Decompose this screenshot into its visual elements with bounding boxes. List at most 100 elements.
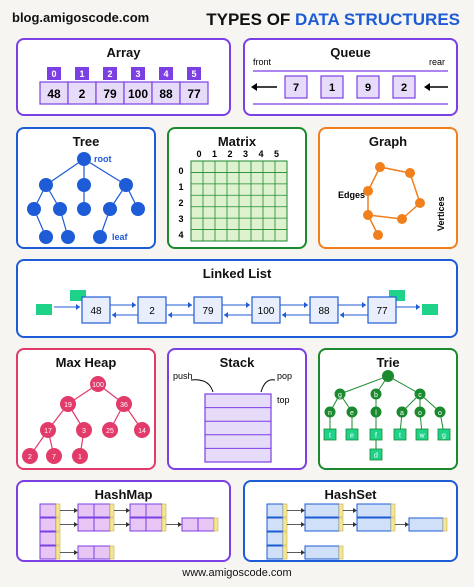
graph-edges-label: Edges [338,190,365,200]
hash-entry-pointer [161,503,167,518]
page-title: TYPES OF DATA STRUCTURES [206,10,460,30]
hash-bucket [266,517,284,532]
graph-vertex [363,186,373,196]
queue-front-label: front [253,57,272,67]
hash-entry-pointer [390,517,396,532]
hash-bucket [266,531,284,546]
heap-node [22,448,38,464]
hash-entry [356,503,392,518]
trie-node [334,388,346,400]
heap-node [60,396,76,412]
heap-node-value: 25 [106,428,114,435]
hash-bucket-pointer [55,503,61,518]
stack-title: Stack [219,355,255,370]
tree-node [27,202,41,216]
hash-entry-pointer [109,503,115,518]
hash-entry-key [77,503,95,518]
linked-list-value: 88 [318,306,330,317]
queue-title: Queue [330,45,371,60]
stack-card: Stack push pop top [167,348,307,470]
linked-list-start-marker [36,304,52,315]
hash-entry-pointer [109,517,115,532]
trie-node [324,406,336,418]
queue-value: 2 [401,82,407,94]
linked-list-title: Linked List [202,266,272,281]
tree-title: Tree [72,134,100,149]
hash-entry-value [145,503,163,518]
tree-node [61,230,75,244]
heap-node [72,448,88,464]
hash-entry-pointer [161,517,167,532]
array-index: 1 [79,69,84,79]
linked-list-value: 48 [90,306,102,317]
hash-entry-pointer [442,517,448,532]
trie-node [434,406,446,418]
graph-card: Graph Edges Vertices [318,127,458,249]
graph-vertices-label: Vertices [436,196,446,231]
heap-node-value: 14 [138,428,146,435]
matrix-col-label: 5 [274,149,279,159]
matrix-row-label: 3 [178,214,183,224]
hash-entry-pointer [338,517,344,532]
array-title: Array [106,45,141,60]
array-value: 88 [159,87,173,101]
trie-node [414,406,426,418]
array-index: 3 [135,69,140,79]
page-title-highlight: DATA STRUCTURES [295,10,460,29]
matrix-row-label: 1 [178,182,183,192]
hash-bucket-pointer [282,503,288,518]
hash-entry-value [197,517,215,532]
heap-node [102,422,118,438]
hash-entry-value [93,517,111,532]
graph-vertex [373,230,383,240]
footer-url: www.amigoscode.com [182,567,292,579]
stack-diagram: push pop top [173,371,292,463]
trie-end-node [415,428,429,441]
graph-vertex [363,210,373,220]
trie-node [346,406,358,418]
hashmap-diagram [39,503,219,560]
array-index: 2 [107,69,112,79]
tree-node [93,230,107,244]
hash-bucket-pointer [55,531,61,546]
array-index-badge [187,67,201,80]
trie-end-node [345,428,359,441]
hash-bucket-pointer [55,517,61,532]
hash-entry [304,545,340,560]
heap-node-value: 2 [28,454,32,461]
hash-entry-pointer [109,545,115,560]
stack-top-label: top [277,395,290,405]
array-index: 5 [191,69,196,79]
graph-diagram: Edges Vertices [338,162,446,240]
linked-list-head-marker [70,290,86,301]
hash-entry-value [145,517,163,532]
graph-vertex [375,162,385,172]
hash-entry-key [181,517,199,532]
graph-title: Graph [368,134,408,149]
heap-node-value: 1 [78,454,82,461]
heap-node-value: 100 [92,382,104,389]
trie-letter: e [350,410,354,417]
tree-node [77,178,91,192]
tree-node [77,152,91,166]
array-index-badge [75,67,89,80]
trie-letter: o [438,410,442,417]
trie-letter: g [338,392,342,399]
matrix-col-label: 3 [243,149,248,159]
tree-node [103,202,117,216]
trie-title: Trie [376,355,400,370]
array-value: 2 [79,87,86,101]
matrix-row-label: 2 [178,198,183,208]
matrix-col-label: 1 [212,149,217,159]
hashmap-title: HashMap [94,487,153,502]
matrix-row-label: 0 [178,166,183,176]
trie-letter: t [329,433,331,440]
queue-cell [284,75,308,99]
trie-node [370,388,382,400]
